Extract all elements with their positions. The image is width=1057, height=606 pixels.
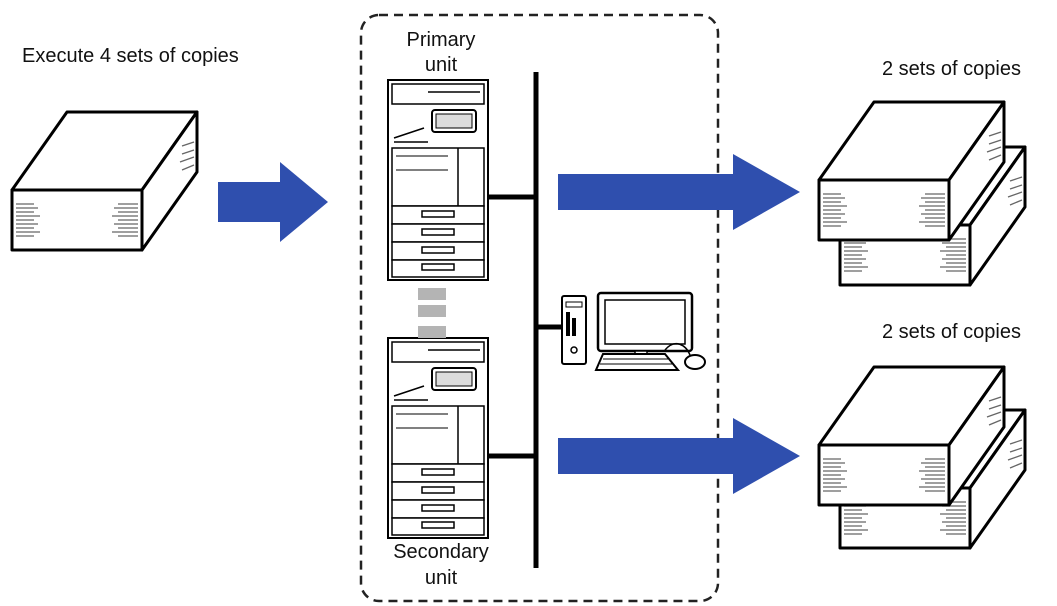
primary-label-line1: Primary: [407, 29, 476, 51]
unit-connector-dash-2: [418, 305, 446, 317]
unit-connector-dash-1: [418, 288, 446, 300]
secondary-label-line1: Secondary: [393, 541, 489, 563]
output-top-label: 2 sets of copies: [882, 58, 1021, 80]
output-arrow-bottom: [558, 418, 800, 494]
input-label: Execute 4 sets of copies: [22, 45, 239, 67]
unit-connector-dash-3: [418, 326, 446, 338]
primary-printer-icon: [387, 79, 489, 281]
output-bottom-label: 2 sets of copies: [882, 321, 1021, 343]
input-paper-stack-icon: [10, 110, 199, 252]
desktop-computer-icon: [561, 291, 706, 371]
secondary-printer-icon: [387, 337, 489, 539]
output-arrow-top: [558, 154, 800, 230]
primary-label-line2: unit: [425, 54, 458, 76]
input-arrow: [218, 162, 328, 242]
secondary-label-line2: unit: [425, 567, 458, 589]
system-boundary: [359, 13, 720, 603]
